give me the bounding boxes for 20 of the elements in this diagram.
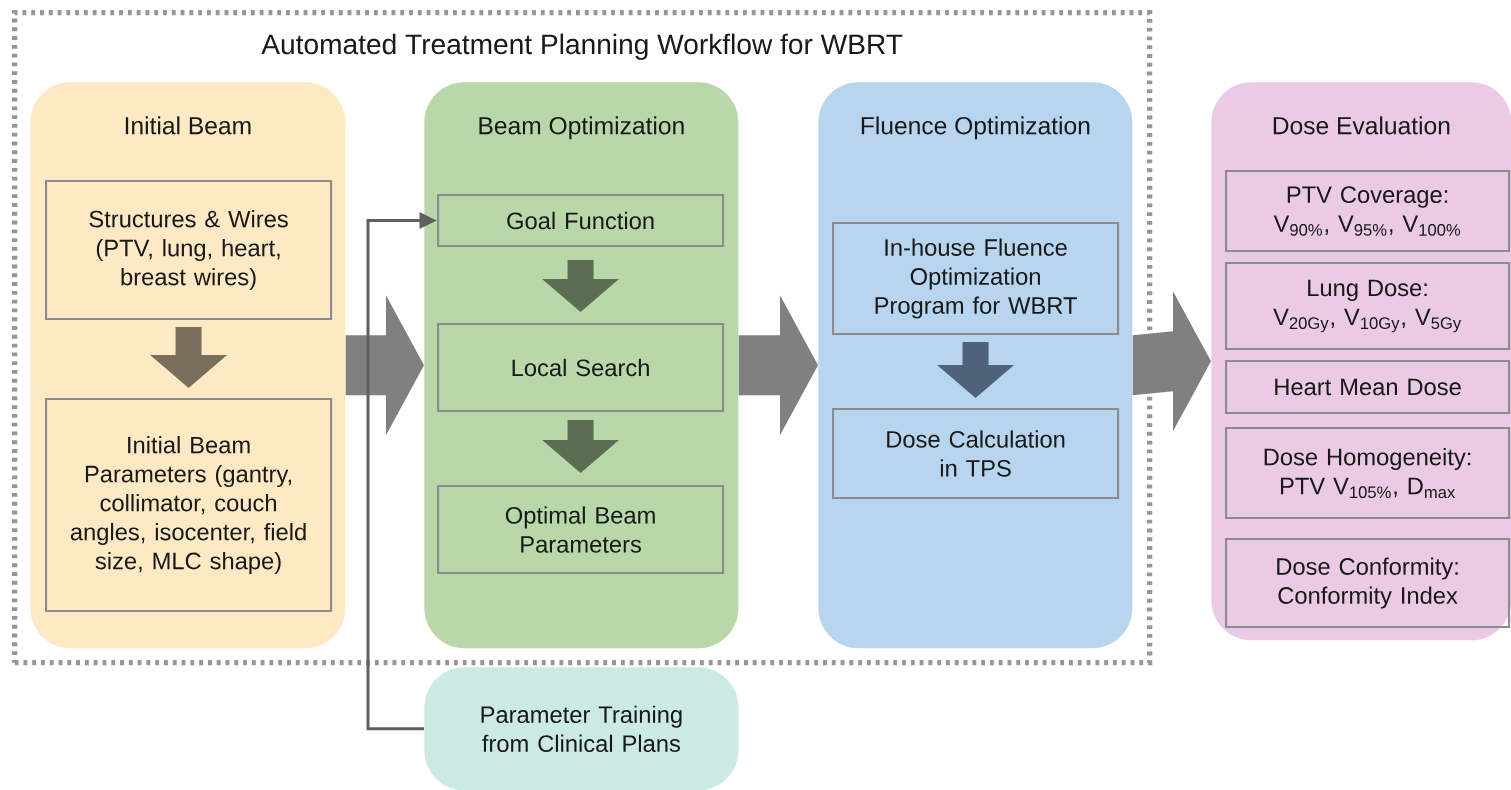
step-box: Local Search <box>437 323 725 413</box>
block-arrow <box>937 342 1015 398</box>
block-arrow <box>150 327 228 388</box>
step-box: Dose Calculation in TPS <box>832 408 1120 500</box>
step-box: Heart Mean Dose <box>1225 360 1511 415</box>
step-box: PTV Coverage: V$_{90%}$, V$_{95%}$, V$_{100%}$ <box>1225 170 1511 253</box>
block-arrow <box>738 295 818 436</box>
step-box: Initial Beam Parameters (gantry, collimator, couch angles, isocenter, field size, MLC shape) <box>45 398 333 613</box>
step-box: In-house Fluence Optimization Program for WBRT <box>832 222 1120 336</box>
block-arrow <box>542 260 620 312</box>
stage-panel: Parameter Training from Clinical Plans <box>424 667 739 790</box>
step-box: Dose Conformity: Conformity Index <box>1225 538 1511 629</box>
step-box: Structures & Wires (PTV, lung, heart, breast wires) <box>45 180 333 321</box>
step-box: Dose Homogeneity: PTV V$_{105%}$, D$_{max}$ <box>1225 427 1511 520</box>
block-arrow <box>1132 291 1211 432</box>
step-box: Lung Dose: V$_{20Gy}$, V$_{10Gy}$, V$_{5Gy}$ <box>1225 262 1511 351</box>
block-arrow <box>542 420 620 473</box>
step-box: Goal Function <box>437 194 725 248</box>
step-box: Optimal Beam Parameters <box>437 485 725 575</box>
block-arrow <box>345 295 424 436</box>
